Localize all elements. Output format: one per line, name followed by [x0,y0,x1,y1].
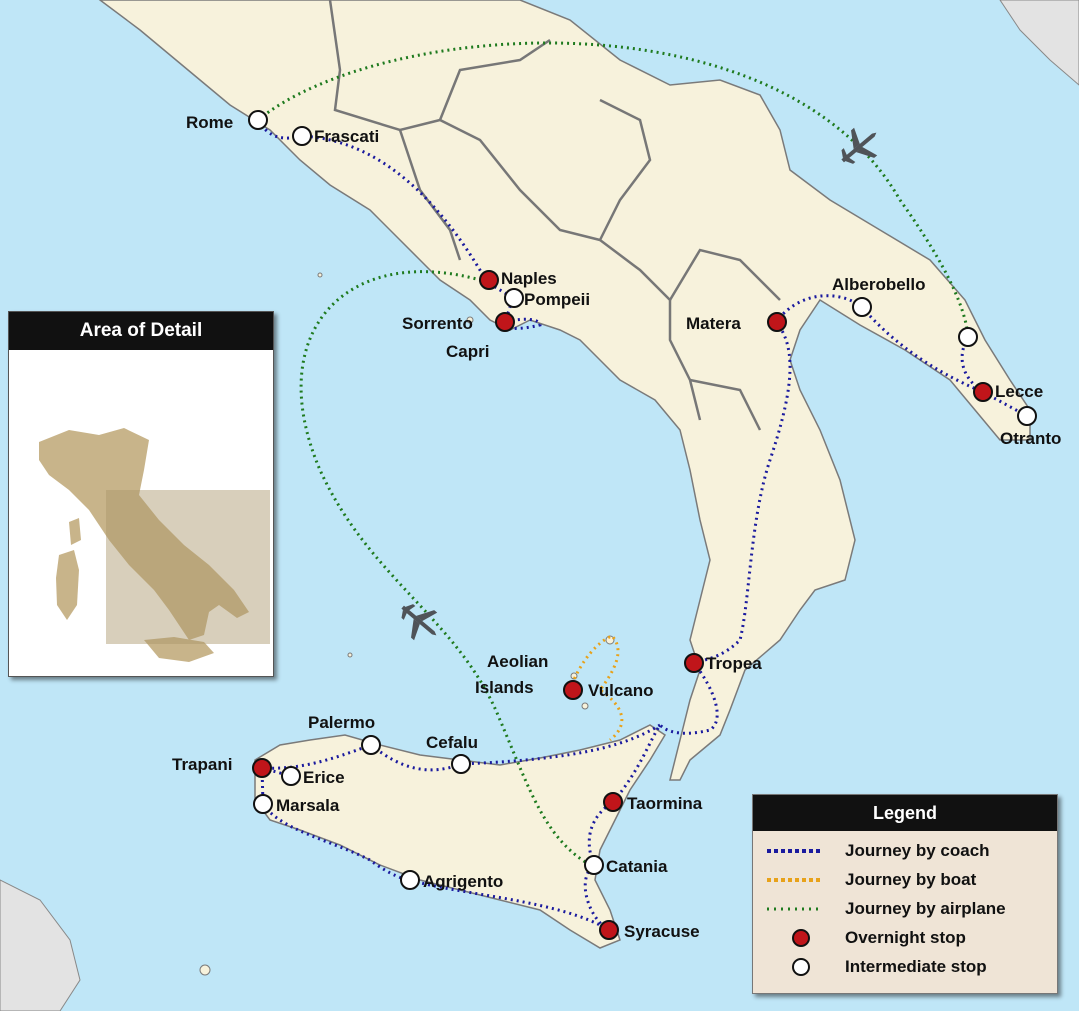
stop-erice[interactable] [281,766,301,786]
stop-otranto[interactable] [1017,406,1037,426]
label-naples: Naples [501,269,557,288]
label-rome: Rome [186,113,233,132]
stop-agrigento[interactable] [400,870,420,890]
inset-title: Area of Detail [9,312,273,350]
label-catania: Catania [606,857,668,876]
stop-palermo[interactable] [361,735,381,755]
label-trapani: Trapani [172,755,232,774]
mainland-italy [98,0,1031,781]
stop-alberobello[interactable] [852,297,872,317]
inset-italy-map [9,350,273,676]
stop-vulcano[interactable] [563,680,583,700]
label-sorrento: Sorrento [402,314,473,333]
stop-taormina[interactable] [603,792,623,812]
stop-unnamed-puglia[interactable] [958,327,978,347]
overnight-stops [252,270,993,940]
label-taormina: Taormina [627,794,703,813]
label-agrigento: Agrigento [423,872,503,891]
stop-syracuse[interactable] [599,920,619,940]
boat-route [568,634,624,742]
balkan-coast [999,0,1079,86]
airplane-routes [257,41,970,868]
inset-corsica [69,518,81,545]
legend-label: Journey by airplane [845,899,1006,918]
legend-item-coach: Journey by coach [753,839,1057,863]
legend-item-boat: Journey by boat [753,868,1057,892]
inset-sicily [144,637,214,662]
africa-coast [0,879,81,1011]
legend-item-intermediate: Intermediate stop [753,955,1057,979]
label-matera: Matera [686,314,741,333]
label-syracuse: Syracuse [624,922,700,941]
label-tropea: Tropea [706,654,762,673]
stop-matera[interactable] [767,312,787,332]
legend-label: Journey by boat [845,870,977,889]
label-islands: Islands [475,678,534,697]
stop-cefalu[interactable] [451,754,471,774]
inset-sardinia [56,550,79,620]
label-lecce: Lecce [995,382,1043,401]
small-islands [199,272,615,976]
label-cefalu: Cefalu [426,733,478,752]
region-borders [328,0,781,431]
legend-label: Journey by coach [845,841,990,860]
label-alberobello: Alberobello [832,275,926,294]
legend-label: Intermediate stop [845,957,987,976]
inset-detail-area [106,490,270,644]
stop-tropea[interactable] [684,653,704,673]
stop-catania[interactable] [584,855,604,875]
sicily [254,724,667,949]
coach-line-icon [767,849,823,853]
white-circle-icon [792,958,810,976]
stop-marsala[interactable] [253,794,273,814]
legend-label: Overnight stop [845,928,966,947]
intermediate-stops [248,110,1037,890]
label-otranto: Otranto [1000,429,1061,448]
label-palermo: Palermo [308,713,375,732]
inset-map: Area of Detail [8,311,274,677]
label-vulcano: Vulcano [588,681,654,700]
label-aeolian: Aeolian [487,652,548,671]
stop-frascati[interactable] [292,126,312,146]
label-frascati: Frascati [314,127,379,146]
airplane-icon [841,127,878,164]
airplane-line-icon [767,907,823,911]
red-circle-icon [792,929,810,947]
stop-pompeii[interactable] [504,288,524,308]
stop-lecce[interactable] [973,382,993,402]
airplane-icon [401,604,438,641]
legend-item-overnight: Overnight stop [753,926,1057,950]
label-capri: Capri [446,342,489,361]
stop-rome[interactable] [248,110,268,130]
label-marsala: Marsala [276,796,340,815]
inset-italy-shape [39,428,249,640]
stop-naples[interactable] [479,270,499,290]
label-erice: Erice [303,768,345,787]
legend-title: Legend [753,795,1057,831]
stop-sorrento[interactable] [495,312,515,332]
legend-item-airplane: Journey by airplane [753,897,1057,921]
boat-line-icon [767,878,823,882]
label-pompeii: Pompeii [524,290,590,309]
legend-panel: Legend Journey by coach Journey by boat … [752,794,1058,994]
stop-trapani[interactable] [252,758,272,778]
